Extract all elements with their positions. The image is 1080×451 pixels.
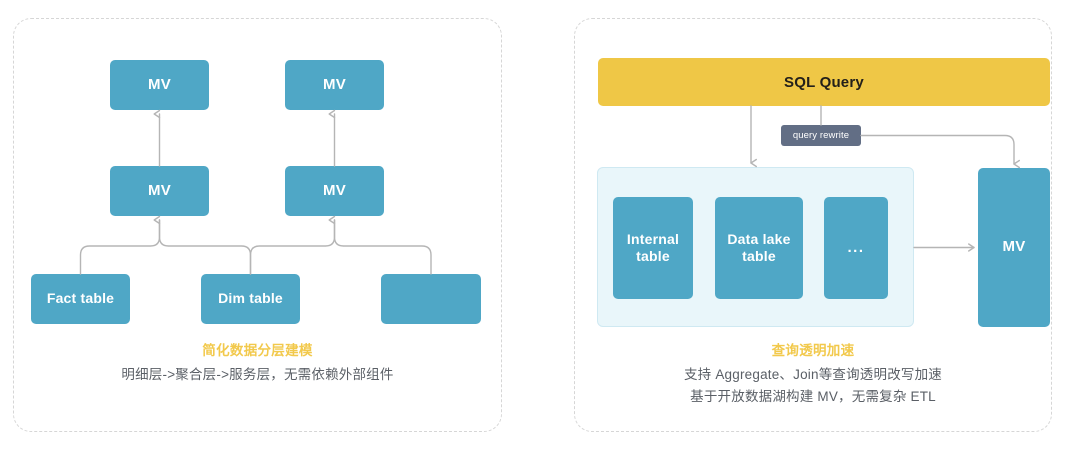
node-sql-query[interactable]: SQL Query xyxy=(598,58,1050,106)
node-mv-top-right[interactable]: MV xyxy=(285,60,384,110)
node-extra-table[interactable] xyxy=(381,274,481,324)
left-panel xyxy=(13,18,502,432)
right-panel xyxy=(574,18,1052,432)
left-caption-title: 简化数据分层建模 xyxy=(202,343,313,358)
badge-query-rewrite[interactable]: query rewrite xyxy=(781,125,861,146)
node-mv-mid-left[interactable]: MV xyxy=(110,166,209,216)
right-caption: 查询透明加速 支持 Aggregate、Join等查询透明改写加速 基于开放数据… xyxy=(574,341,1052,408)
node-data-lake-table[interactable]: Data lake table xyxy=(715,197,803,299)
right-caption-title: 查询透明加速 xyxy=(771,343,855,358)
node-mv-mid-right[interactable]: MV xyxy=(285,166,384,216)
node-internal-table[interactable]: Internal table xyxy=(613,197,693,299)
left-caption: 简化数据分层建模 明细层->聚合层->服务层，无需依赖外部组件 xyxy=(13,341,502,386)
node-mv-top-left[interactable]: MV xyxy=(110,60,209,110)
left-caption-line-1: 明细层->聚合层->服务层，无需依赖外部组件 xyxy=(121,367,394,383)
right-caption-line-1: 支持 Aggregate、Join等查询透明改写加速 xyxy=(683,367,942,383)
node-ellipsis-table[interactable]: ... xyxy=(824,197,888,299)
node-mv-right[interactable]: MV xyxy=(978,168,1050,327)
node-fact-table[interactable]: Fact table xyxy=(31,274,130,324)
node-dim-table[interactable]: Dim table xyxy=(201,274,300,324)
right-caption-line-2: 基于开放数据湖构建 MV，无需复杂 ETL xyxy=(690,389,936,405)
